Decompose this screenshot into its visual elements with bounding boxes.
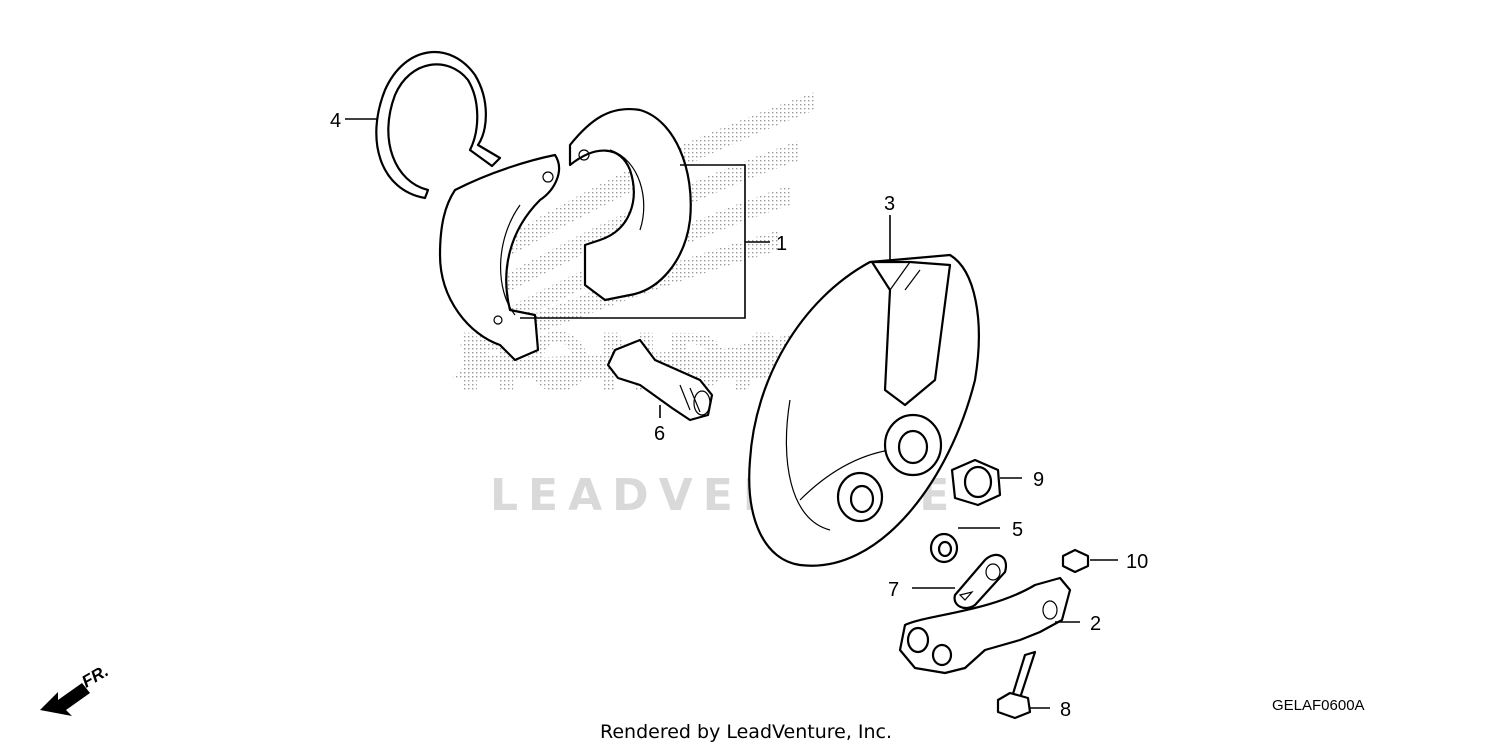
part-washer xyxy=(929,527,1000,564)
part-flange-nut xyxy=(950,458,1022,507)
diagram-code: GELAF0600A xyxy=(1272,697,1365,714)
callout-10: 10 xyxy=(1126,551,1148,573)
part-brake-panel xyxy=(748,215,980,567)
callout-1: 1 xyxy=(776,233,787,255)
part-snap-ring xyxy=(375,50,502,200)
part-bolt xyxy=(996,650,1050,720)
callout-6: 6 xyxy=(654,423,665,445)
part-brake-cam xyxy=(606,338,714,422)
part-brake-arm xyxy=(898,576,1080,675)
callout-2: 2 xyxy=(1090,613,1101,635)
callout-7: 7 xyxy=(888,579,899,601)
callout-1-bracket xyxy=(520,164,770,319)
rendered-by-footer: Rendered by LeadVenture, Inc. xyxy=(600,721,892,743)
front-direction-arrow-icon: FR. xyxy=(40,661,112,716)
part-indicator-plate xyxy=(912,553,1008,610)
callout-9: 9 xyxy=(1033,469,1044,491)
part-nut xyxy=(1061,548,1118,574)
callout-4: 4 xyxy=(330,110,341,132)
part-brake-shoes xyxy=(438,107,692,362)
callout-8: 8 xyxy=(1060,699,1071,721)
callout-3: 3 xyxy=(884,193,895,215)
callout-5: 5 xyxy=(1012,519,1023,541)
